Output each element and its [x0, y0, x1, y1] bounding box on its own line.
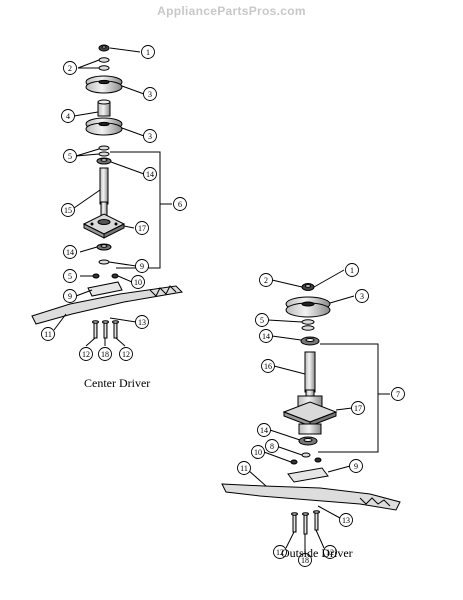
outside-callout-circle: [349, 459, 363, 473]
outside-callout-circle: [339, 513, 353, 527]
outside-callout-circle: [259, 329, 273, 343]
spindle-shaft: [99, 167, 109, 217]
outside-callout-number: 13: [342, 516, 350, 525]
center-callout-number: 2: [68, 64, 72, 73]
spindle-housing-outside: [282, 395, 338, 435]
outside-callout-number: 12: [326, 548, 334, 557]
outside-callout-number: 14: [260, 426, 268, 435]
outside-callout-circle: [351, 401, 365, 415]
outside-callout-number: 17: [354, 404, 362, 413]
center-callout-circle: [63, 149, 77, 163]
center-callout-circle: [63, 245, 77, 259]
center-callout-number: 12: [82, 350, 90, 359]
center-callout-number: 10: [134, 278, 142, 287]
center-callout-number: 9: [68, 292, 72, 301]
center-callout-circle: [61, 109, 75, 123]
outside-callout-number: 1: [350, 266, 354, 275]
blade-center: [31, 285, 184, 325]
center-callout-circle: [63, 269, 77, 283]
outside-callout-number: 2: [264, 276, 268, 285]
nut-part: [98, 44, 110, 52]
center-callout-circle: [135, 221, 149, 235]
center-callout-number: 14: [66, 248, 74, 257]
pulley-upper: [85, 75, 123, 94]
center-callout-number: 15: [64, 206, 72, 215]
center-callout-circle: [41, 327, 55, 341]
blade-outside: [221, 483, 401, 511]
outside-callout-circle: [265, 439, 279, 453]
center-callout-number: 5: [68, 152, 72, 161]
center-callout-circle: [98, 347, 112, 361]
pulley-lower: [85, 117, 123, 136]
center-driver-assembly: [31, 44, 184, 347]
center-callout-circle: [143, 129, 157, 143]
center-callout-number: 11: [44, 330, 52, 339]
outside-callout-circle: [323, 545, 337, 559]
center-callout-circle: [61, 203, 75, 217]
watermark: AppliancePartsPros.com: [157, 4, 306, 18]
outside-callout-number: 11: [240, 464, 248, 473]
center-callout-number: 4: [66, 112, 70, 121]
outside-callout-number: 14: [262, 332, 270, 341]
outside-callout-circle: [273, 545, 287, 559]
outside-callout-number: 9: [354, 462, 358, 471]
outside-callout-number: 7: [396, 390, 400, 399]
center-callout-circle: [173, 197, 187, 211]
outside-callout-circle: [298, 553, 312, 567]
outside-callout-number: 12: [276, 548, 284, 557]
center-callout-number: 14: [146, 170, 154, 179]
outside-callout-number: 16: [264, 362, 272, 371]
pulley-outside: [285, 296, 331, 318]
bearing-upper: [96, 157, 112, 165]
blade-bolts: [92, 320, 119, 339]
center-callout-number: 1: [146, 48, 150, 57]
center-callout-number: 3: [148, 132, 152, 141]
spindle-housing: [82, 213, 126, 239]
outside-callout-circle: [355, 289, 369, 303]
outside-callout-circle: [251, 445, 265, 459]
outside-callout-circle: [345, 263, 359, 277]
outside-driver-assembly: [221, 269, 401, 554]
center-callout-circle: [79, 347, 93, 361]
center-callout-circle: [141, 45, 155, 59]
center-callout-circle: [119, 347, 133, 361]
center-callout-circle: [63, 61, 77, 75]
center-callout-circle: [131, 275, 145, 289]
outside-callout-number: 3: [360, 292, 364, 301]
center-callout-number: 17: [138, 224, 146, 233]
center-callout-circle: [143, 167, 157, 181]
spacer: [97, 99, 111, 117]
outside-callout-number: 10: [254, 448, 262, 457]
washer-pair: [98, 57, 110, 71]
center-callout-number: 13: [138, 318, 146, 327]
outside-callout-number: 5: [260, 316, 264, 325]
outside-callout-number: 18: [301, 556, 309, 565]
outside-callout-circle: [257, 423, 271, 437]
outside-callout-circle: [255, 313, 269, 327]
center-callout-number: 18: [101, 350, 109, 359]
outside-callout-circle: [237, 461, 251, 475]
center-callout-number: 3: [148, 90, 152, 99]
center-driver-caption: Center Driver: [84, 376, 151, 390]
outside-callout-number: 8: [270, 442, 274, 451]
outside-callout-circle: [391, 387, 405, 401]
center-callout-number: 6: [178, 200, 182, 209]
center-callout-number: 12: [122, 350, 130, 359]
center-callout-number: 9: [140, 262, 144, 271]
outside-callout-circle: [259, 273, 273, 287]
outside-callout-circle: [261, 359, 275, 373]
center-callout-circle: [143, 87, 157, 101]
center-callout-number: 5: [68, 272, 72, 281]
outside-driver-caption: Outside Driver: [281, 546, 353, 560]
center-callout-circle: [135, 259, 149, 273]
center-callout-circle: [63, 289, 77, 303]
center-callout-circle: [135, 315, 149, 329]
